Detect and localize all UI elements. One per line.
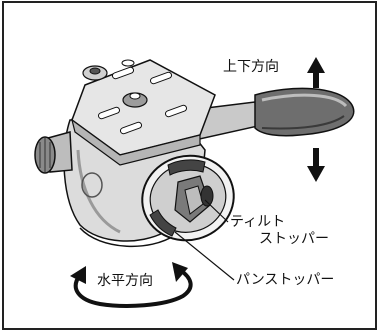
up-down-label: 上下方向 — [223, 59, 279, 75]
tilt-stopper-label-line1: ティルト — [230, 214, 286, 230]
horizontal-label: 水平方向 — [97, 273, 153, 289]
tilt-stopper-leader — [204, 199, 229, 223]
stopper-ring — [141, 154, 235, 242]
pan-stopper-label: パンストッパー — [236, 272, 335, 288]
quick-release-plate — [71, 59, 216, 166]
down-arrow-icon — [307, 148, 325, 182]
pan-stopper-leader — [174, 231, 235, 281]
knurled-pad-bottom — [149, 209, 177, 237]
knurled-pad-top — [167, 159, 206, 176]
up-arrow-icon — [307, 57, 325, 88]
tilt-stopper-label-line2: ストッパー — [259, 231, 329, 247]
side-knob — [34, 131, 73, 174]
rotate-horizontal-icon — [70, 262, 193, 308]
